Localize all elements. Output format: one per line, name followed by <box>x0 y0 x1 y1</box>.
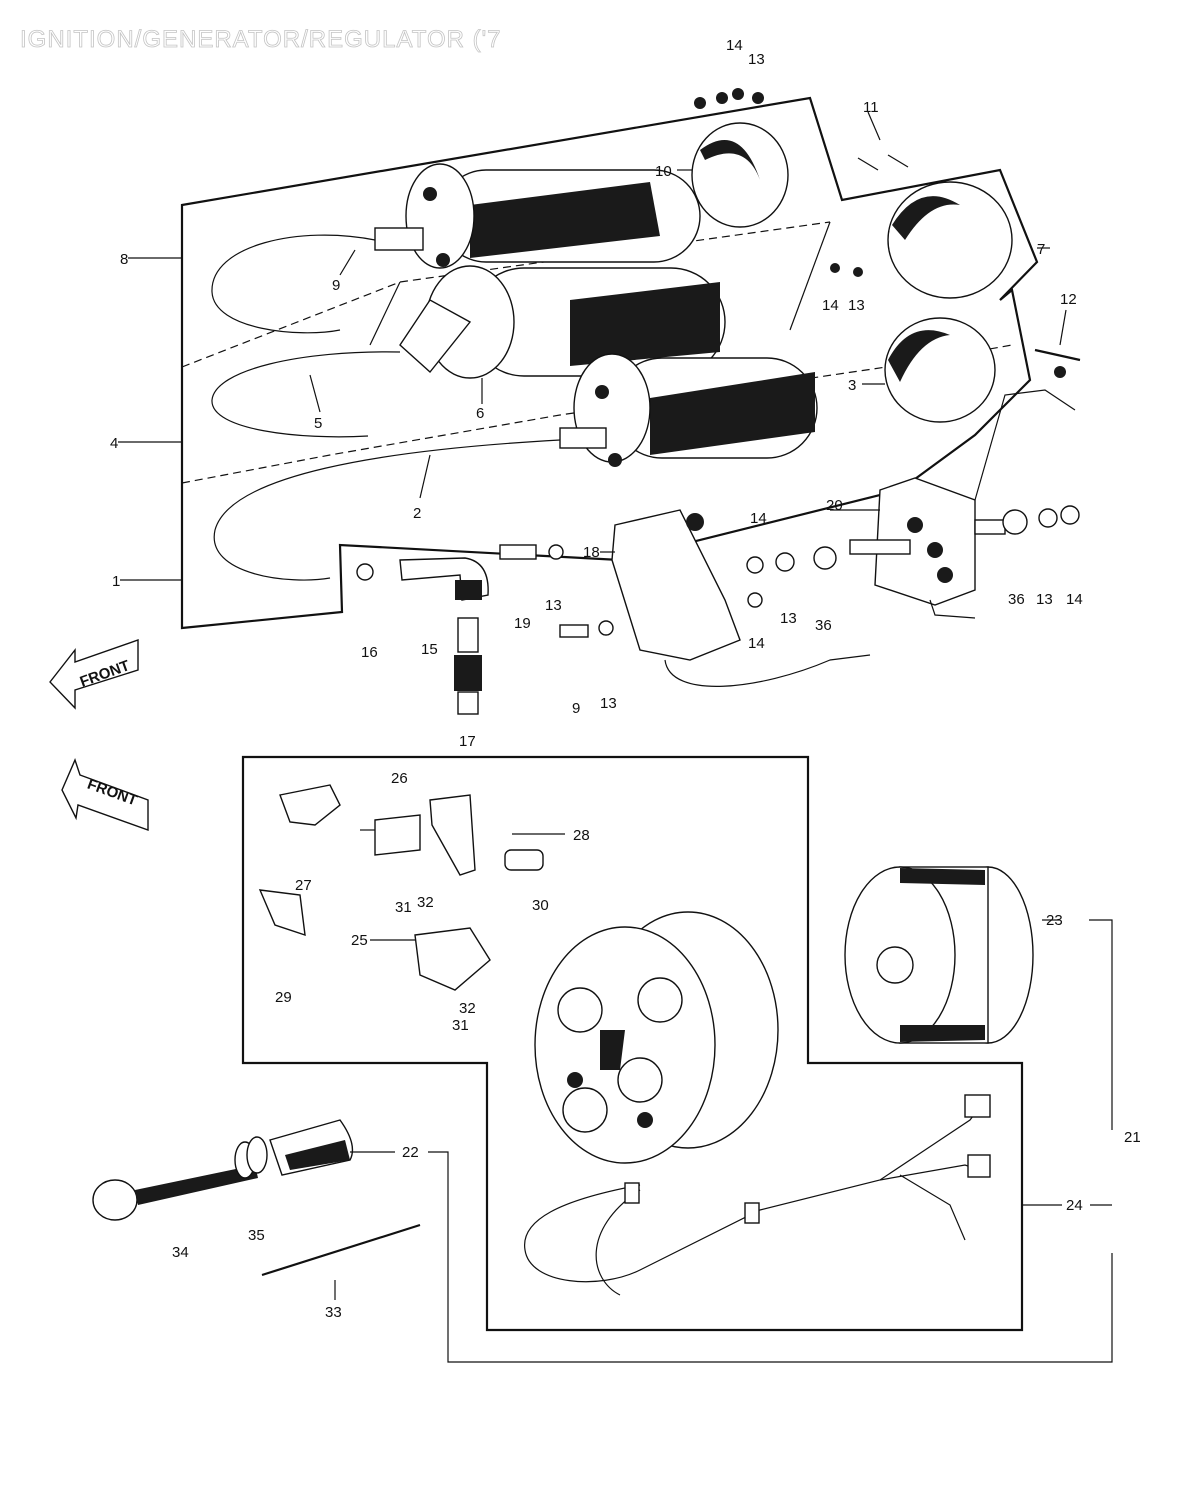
part-label-p14b: 14 <box>822 297 839 314</box>
part-label-p22: 22 <box>402 1144 419 1161</box>
spark-plug-cap <box>356 557 489 601</box>
part-label-p16: 16 <box>361 644 378 661</box>
part-label-p13e: 13 <box>600 695 617 712</box>
part-label-p20: 20 <box>826 497 843 514</box>
part-label-p13d: 13 <box>780 610 797 627</box>
part-label-p13f: 13 <box>1036 591 1053 608</box>
cap-3 <box>884 317 996 423</box>
part-label-p14a: 14 <box>726 37 743 54</box>
stator <box>534 911 779 1164</box>
part-label-p32b: 32 <box>459 1000 476 1017</box>
wiring-harness <box>524 1094 991 1296</box>
part-label-p17: 17 <box>459 733 476 750</box>
part-label-p4: 4 <box>110 435 118 452</box>
part-label-p7: 7 <box>1037 241 1045 258</box>
cap-10 <box>691 122 789 228</box>
part-label-p36a: 36 <box>815 617 832 634</box>
ignition-coil-middle <box>211 265 726 438</box>
part-label-p29: 29 <box>275 989 292 1006</box>
part-label-p3: 3 <box>848 377 856 394</box>
part-label-p14e: 14 <box>1066 591 1083 608</box>
part-label-p2: 2 <box>413 505 421 522</box>
part-label-p13b: 13 <box>848 297 865 314</box>
part-label-p15: 15 <box>421 641 438 658</box>
rotor-bolt-kit <box>92 1119 421 1277</box>
part-label-p1: 1 <box>112 573 120 590</box>
rectifier <box>746 389 1080 619</box>
part-label-p14d: 14 <box>748 635 765 652</box>
part-label-p26: 26 <box>391 770 408 787</box>
part-label-p19: 19 <box>514 615 531 632</box>
part-label-p18: 18 <box>583 544 600 561</box>
spark-plug <box>454 617 482 715</box>
part-label-p13c: 13 <box>545 597 562 614</box>
front-arrow-1: FRONT <box>49 639 139 710</box>
regulator <box>499 509 871 687</box>
front-arrow-2: FRONT <box>61 758 149 831</box>
part-label-p9a: 9 <box>332 277 340 294</box>
part-label-p24: 24 <box>1066 1197 1083 1214</box>
part-label-p30: 30 <box>532 897 549 914</box>
screws-top <box>694 88 1081 378</box>
part-label-p10: 10 <box>655 163 672 180</box>
part-label-p27: 27 <box>295 877 312 894</box>
part-label-p31b: 31 <box>452 1017 469 1034</box>
ignition-coil-upper <box>211 163 701 334</box>
part-label-p21: 21 <box>1124 1129 1141 1146</box>
part-label-p11: 11 <box>863 99 879 116</box>
ignition-coil-lower <box>213 353 818 581</box>
part-label-p14c: 14 <box>750 510 767 527</box>
part-label-p32a: 32 <box>417 894 434 911</box>
part-label-p5: 5 <box>314 415 322 432</box>
part-label-p31a: 31 <box>395 899 412 916</box>
part-label-p35: 35 <box>248 1227 265 1244</box>
part-number-labels: 1234567899101112131313131313141414141415… <box>110 37 1141 1321</box>
part-label-p28: 28 <box>573 827 590 844</box>
part-label-p12: 12 <box>1060 291 1077 308</box>
generator-kit-outline <box>241 755 1024 1332</box>
part-label-p25: 25 <box>351 932 368 949</box>
leader-lines <box>118 111 1113 1363</box>
cap-7 <box>887 181 1013 299</box>
part-label-p23: 23 <box>1046 912 1063 929</box>
part-label-p8: 8 <box>120 251 128 268</box>
part-label-p6: 6 <box>476 405 484 422</box>
part-label-p36b: 36 <box>1008 591 1025 608</box>
part-label-p34: 34 <box>172 1244 189 1261</box>
part-label-p33: 33 <box>325 1304 342 1321</box>
brush-holders <box>258 784 544 991</box>
rotor <box>844 866 1034 1044</box>
part-label-p9b: 9 <box>572 700 580 717</box>
diagram-title: IGNITION/GENERATOR/REGULATOR ('7 <box>20 26 502 54</box>
part-label-p13a: 13 <box>748 51 765 68</box>
